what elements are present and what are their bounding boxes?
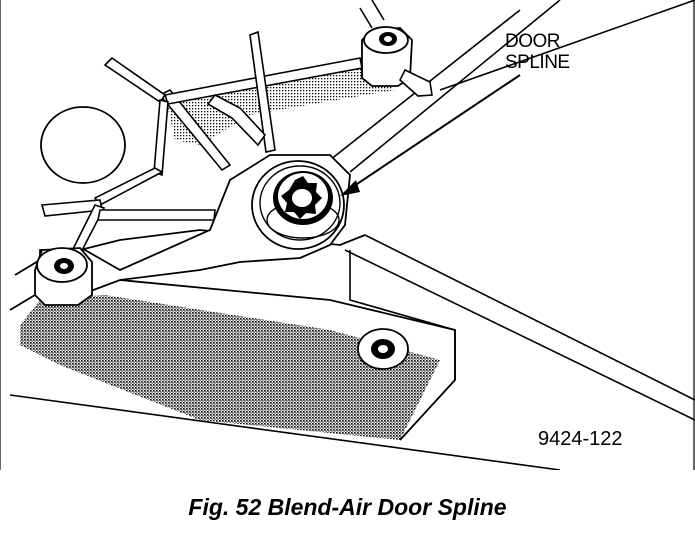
housing-outline bbox=[9, 0, 695, 470]
ribs bbox=[40, 30, 363, 259]
door-spline-callout: DOOR SPLINE bbox=[505, 31, 570, 73]
figure-caption: Fig. 52 Blend-Air Door Spline bbox=[188, 494, 507, 520]
door-spline-hub bbox=[251, 160, 345, 250]
round-opening bbox=[40, 106, 126, 184]
top-right-boss bbox=[361, 26, 433, 97]
upper-shaded-strip bbox=[165, 65, 395, 145]
callout-line-1: DOOR bbox=[505, 31, 560, 52]
left-boss bbox=[34, 247, 93, 306]
shaded-plate bbox=[20, 295, 440, 440]
plate-front-edge bbox=[14, 229, 366, 276]
callout-leader-arrow bbox=[340, 74, 521, 196]
blend-air-door-diagram bbox=[0, 0, 695, 470]
lower-right-boss bbox=[357, 328, 409, 370]
part-number: 9424-122 bbox=[538, 428, 623, 450]
callout-line-2: SPLINE bbox=[505, 52, 570, 73]
page-border bbox=[0, 0, 695, 470]
